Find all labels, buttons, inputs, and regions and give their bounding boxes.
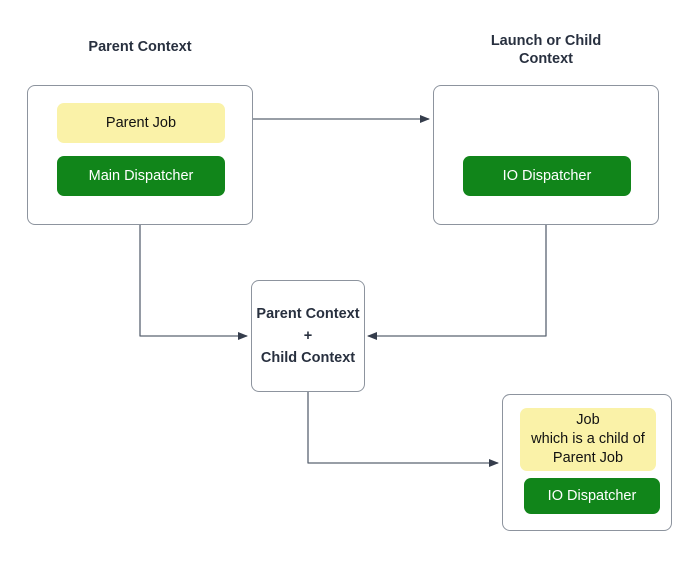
- child-io-dispatcher-chip[interactable]: IO Dispatcher: [524, 478, 660, 514]
- launch-context-box[interactable]: IO Dispatcher: [433, 85, 659, 225]
- edge-launch-to-combined: [367, 225, 547, 340]
- child-job-chip[interactable]: Job which is a child of Parent Job: [520, 408, 656, 471]
- child-job-context-box[interactable]: Job which is a child of Parent Job IO Di…: [502, 394, 672, 531]
- launch-context-title: Launch or Child Context: [490, 33, 602, 67]
- combined-context-label: Parent Context + Child Context: [256, 306, 360, 366]
- edge-combined-to-child: [307, 392, 499, 467]
- edge-parent-to-combined: [139, 225, 248, 340]
- main-dispatcher-chip[interactable]: Main Dispatcher: [57, 156, 225, 196]
- combined-context-box[interactable]: Parent Context + Child Context: [251, 280, 365, 392]
- parent-context-box[interactable]: Parent Job Main Dispatcher: [27, 85, 253, 225]
- launch-io-dispatcher-chip[interactable]: IO Dispatcher: [463, 156, 631, 196]
- parent-job-chip[interactable]: Parent Job: [57, 103, 225, 143]
- parent-context-title: Parent Context: [88, 39, 192, 55]
